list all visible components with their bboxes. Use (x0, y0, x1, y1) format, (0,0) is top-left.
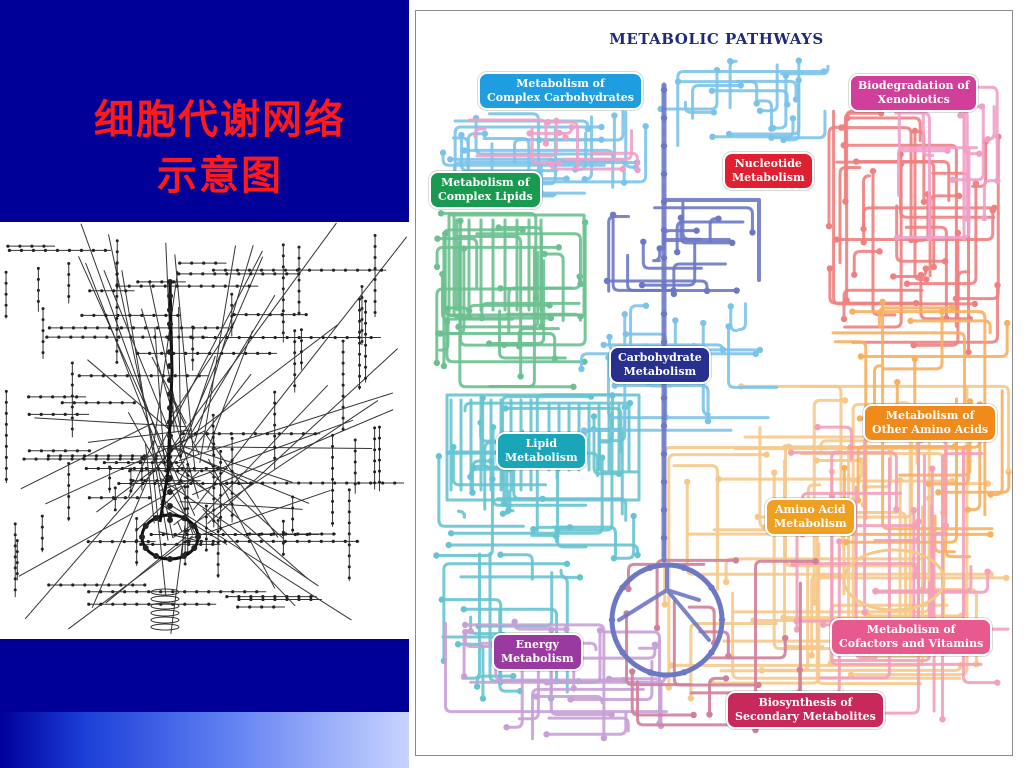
label-complex-carbohydrates: Metabolism of Complex Carbohydrates (478, 72, 643, 110)
label-line: Metabolism (505, 451, 578, 464)
label-line: Metabolism of (516, 77, 605, 90)
label-line: Biodegradation of (858, 79, 970, 92)
label-line: Biosynthesis of (758, 696, 853, 709)
label-line: Amino Acid (774, 503, 846, 516)
slide-title: 细胞代谢网络 示意图 (40, 92, 400, 204)
label-xenobiotics: Biodegradation of Xenobiotics (849, 74, 979, 112)
map-heading: METABOLIC PATHWAYS (609, 30, 824, 48)
network-sketch-drawing (4, 222, 408, 634)
label-line: Metabolism (774, 517, 847, 530)
label-line: Lipid (525, 437, 558, 450)
label-line: Metabolism (732, 171, 805, 184)
label-complex-lipids: Metabolism of Complex Lipids (429, 171, 542, 209)
label-energy: Energy Metabolism (492, 633, 583, 671)
label-line: Energy (515, 638, 559, 651)
metabolic-pathways-map-image: METABOLIC PATHWAYS Metabolism of Complex… (409, 0, 1024, 768)
map-frame (415, 10, 1013, 756)
label-cofactors-vitamins: Metabolism of Cofactors and Vitamins (830, 618, 993, 656)
label-line: Complex Carbohydrates (487, 91, 634, 104)
label-carbohydrate: Carbohydrate Metabolism (609, 346, 711, 384)
metabolic-network-sketch-image (0, 222, 410, 639)
label-line: Metabolism of (866, 623, 956, 636)
label-line: Complex Lipids (438, 190, 533, 203)
label-line: Metabolism of (441, 176, 530, 189)
label-other-amino-acids: Metabolism of Other Amino Acids (863, 404, 998, 442)
bottom-gradient-decoration (0, 712, 410, 768)
label-line: Metabolism of (885, 409, 975, 422)
label-line: Nucleotide (734, 157, 802, 170)
label-line: Metabolism (501, 652, 574, 665)
label-lipid: Lipid Metabolism (496, 432, 587, 470)
label-line: Cofactors and Vitamins (839, 637, 984, 650)
label-amino-acid: Amino Acid Metabolism (765, 498, 856, 536)
label-line: Metabolism (623, 365, 697, 378)
label-line: Carbohydrate (618, 351, 702, 364)
title-line-2: 示意图 (157, 153, 283, 199)
title-line-1: 细胞代谢网络 (94, 97, 346, 143)
label-secondary-metabolites: Biosynthesis of Secondary Metabolites (726, 691, 885, 729)
label-line: Xenobiotics (877, 93, 950, 106)
label-line: Secondary Metabolites (735, 710, 876, 723)
label-nucleotide: Nucleotide Metabolism (723, 152, 814, 190)
label-line: Other Amino Acids (872, 423, 989, 436)
